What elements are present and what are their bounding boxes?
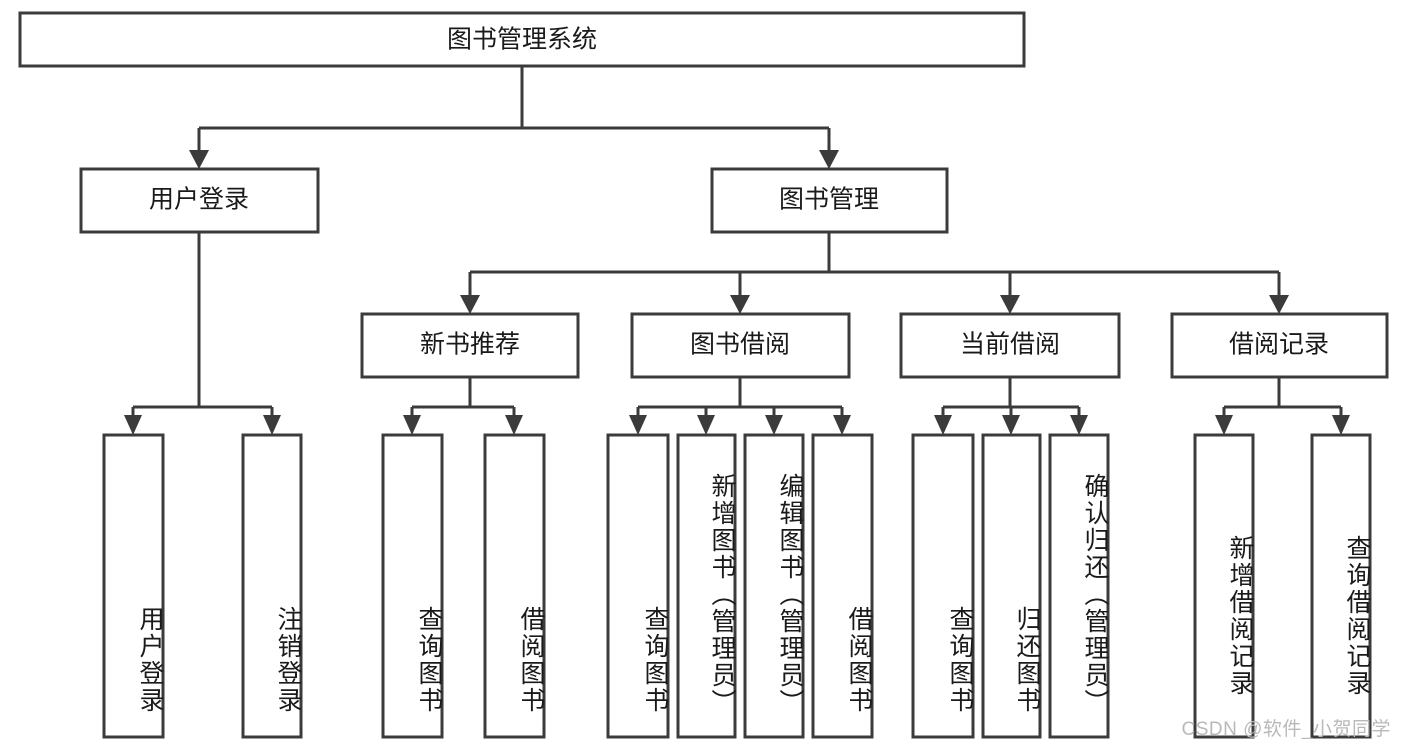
node-user-login-label: 用户登录	[149, 186, 249, 214]
leaf-box-query-book-current[interactable]	[911, 433, 975, 739]
watermark-text: CSDN @软件_小贺同学	[1181, 719, 1391, 740]
arrow-head-user-login	[189, 150, 209, 169]
node-root[interactable]: 图书管理系统	[18, 11, 1026, 68]
leaf-box-query-borrow-record[interactable]	[1310, 433, 1372, 739]
leaf-box-confirm-return[interactable]	[1048, 433, 1110, 739]
node-book-borrow-label: 图书借阅	[690, 331, 790, 359]
arrow-head-leaf-query-book-current	[934, 415, 952, 435]
leaf-box-edit-book[interactable]	[743, 433, 805, 739]
leaf-box-user-logout[interactable]	[241, 433, 303, 739]
leaf-box-group	[102, 433, 1372, 739]
leaf-box-borrow-book-recommend[interactable]	[483, 433, 546, 739]
arrow-head-leaf-edit-book	[765, 415, 783, 435]
node-book-management-box[interactable]	[710, 167, 949, 234]
node-new-book-recommend[interactable]: 新书推荐	[360, 312, 580, 379]
arrow-head-leaf-query-borrow-record	[1332, 415, 1350, 435]
leaf-box-user-login[interactable]	[102, 433, 165, 739]
leaf-box-query-book-recommend[interactable]	[381, 433, 444, 739]
arrow-head-leaf-borrow-book	[833, 415, 851, 435]
arrow-head-book-borrow	[730, 295, 750, 314]
node-user-login-box[interactable]	[79, 167, 320, 234]
node-borrow-records-box[interactable]	[1170, 312, 1389, 379]
arrow-head-leaf-add-borrow-record	[1215, 415, 1233, 435]
node-book-management[interactable]: 图书管理	[710, 167, 949, 234]
node-borrow-records[interactable]: 借阅记录	[1170, 312, 1389, 379]
arrow-head-leaf-user-login	[124, 415, 142, 435]
node-current-borrow[interactable]: 当前借阅	[899, 312, 1121, 379]
arrow-head-leaf-query-book-recommend	[403, 415, 421, 435]
arrow-head-current-borrow	[1000, 295, 1020, 314]
arrow-head-book-management	[819, 150, 839, 169]
node-book-borrow[interactable]: 图书借阅	[630, 312, 851, 379]
arrow-head-new-book-recommend	[460, 295, 480, 314]
node-book-management-label: 图书管理	[779, 186, 879, 214]
leaf-box-query-book-borrow[interactable]	[606, 433, 670, 739]
arrow-head-leaf-return-book	[1002, 415, 1020, 435]
leaf-box-add-borrow-record[interactable]	[1193, 433, 1255, 739]
node-new-book-recommend-label: 新书推荐	[420, 331, 520, 359]
arrow-head-borrow-records	[1269, 295, 1289, 314]
node-root-box[interactable]	[18, 11, 1026, 68]
arrow-head-leaf-query-book-borrow	[629, 415, 647, 435]
node-user-login[interactable]: 用户登录	[79, 167, 320, 234]
node-root-label: 图书管理系统	[447, 26, 597, 54]
arrow-head-leaf-user-logout	[263, 415, 281, 435]
node-borrow-records-label: 借阅记录	[1229, 331, 1329, 359]
arrow-head-leaf-borrow-book-recommend	[505, 415, 523, 435]
leaf-box-borrow-book[interactable]	[811, 433, 874, 739]
node-current-borrow-box[interactable]	[899, 312, 1121, 379]
node-book-borrow-box[interactable]	[630, 312, 851, 379]
leaf-box-add-book[interactable]	[676, 433, 737, 739]
node-current-borrow-label: 当前借阅	[960, 331, 1060, 359]
leaf-box-return-book[interactable]	[981, 433, 1042, 739]
arrow-head-leaf-add-book	[697, 415, 715, 435]
connector-group	[124, 66, 1350, 435]
arrow-head-leaf-confirm-return	[1070, 415, 1088, 435]
node-new-book-recommend-box[interactable]	[360, 312, 580, 379]
